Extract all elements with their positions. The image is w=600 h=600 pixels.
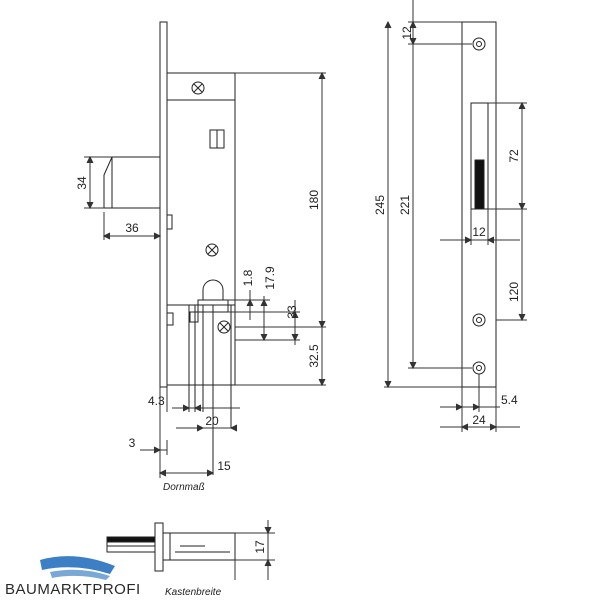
lock-bottom-view xyxy=(106,522,236,572)
bottom-faceplate xyxy=(154,522,164,572)
dim-20 xyxy=(176,424,238,432)
label-12-slot: 12 xyxy=(472,225,486,239)
lock-case-body xyxy=(166,72,236,386)
case-screw-middle xyxy=(205,243,219,257)
label-3: 3 xyxy=(129,436,136,450)
faceplate xyxy=(159,21,168,388)
caption-kastenbreite: Kastenbreite xyxy=(165,587,222,598)
label-24: 24 xyxy=(472,413,486,427)
dim-bolt-height xyxy=(84,155,112,210)
dim-bolt-length xyxy=(102,212,162,240)
bottom-case xyxy=(162,532,236,561)
dim-faceplate xyxy=(384,0,527,432)
dim-4-3 xyxy=(159,387,240,478)
faceplate-front-view xyxy=(461,21,497,388)
dim-backset xyxy=(158,469,215,477)
latch-bolt xyxy=(103,156,160,209)
label-34: 34 xyxy=(75,176,89,190)
label-180: 180 xyxy=(307,190,321,210)
label-72: 72 xyxy=(507,149,521,163)
caption-dornmass: Dornmaß xyxy=(163,482,205,493)
brand-logo-text: BAUMARKTPROFI xyxy=(5,581,141,598)
label-245: 245 xyxy=(373,195,387,215)
label-17: 17 xyxy=(253,540,267,554)
label-221: 221 xyxy=(398,195,412,215)
case-screw-bottom xyxy=(217,320,231,334)
dim-cylinder xyxy=(228,290,300,345)
dim-3 xyxy=(140,440,168,455)
label-32-5: 32.5 xyxy=(307,344,321,368)
label-36: 36 xyxy=(125,221,139,235)
dim-bottom xyxy=(235,327,326,387)
dim-case-thickness xyxy=(234,520,275,580)
label-4-3: 4.3 xyxy=(148,394,165,408)
label-33: 33 xyxy=(285,305,299,319)
label-12-top: 12 xyxy=(400,26,414,40)
label-17-9: 17.9 xyxy=(263,266,277,290)
label-120: 120 xyxy=(507,282,521,302)
logo-swoosh xyxy=(40,556,115,580)
label-1-8: 1.8 xyxy=(241,269,255,286)
label-5-4: 5.4 xyxy=(501,393,518,407)
lock-case-side-view xyxy=(103,21,236,475)
label-20: 20 xyxy=(205,414,219,428)
faceplate-screw-top xyxy=(472,37,486,51)
faceplate-screw-bottom xyxy=(472,361,486,375)
label-15: 15 xyxy=(217,459,231,473)
case-screw-top xyxy=(191,81,205,95)
faceplate-screw-middle xyxy=(472,313,486,327)
latch-slot xyxy=(474,159,485,210)
